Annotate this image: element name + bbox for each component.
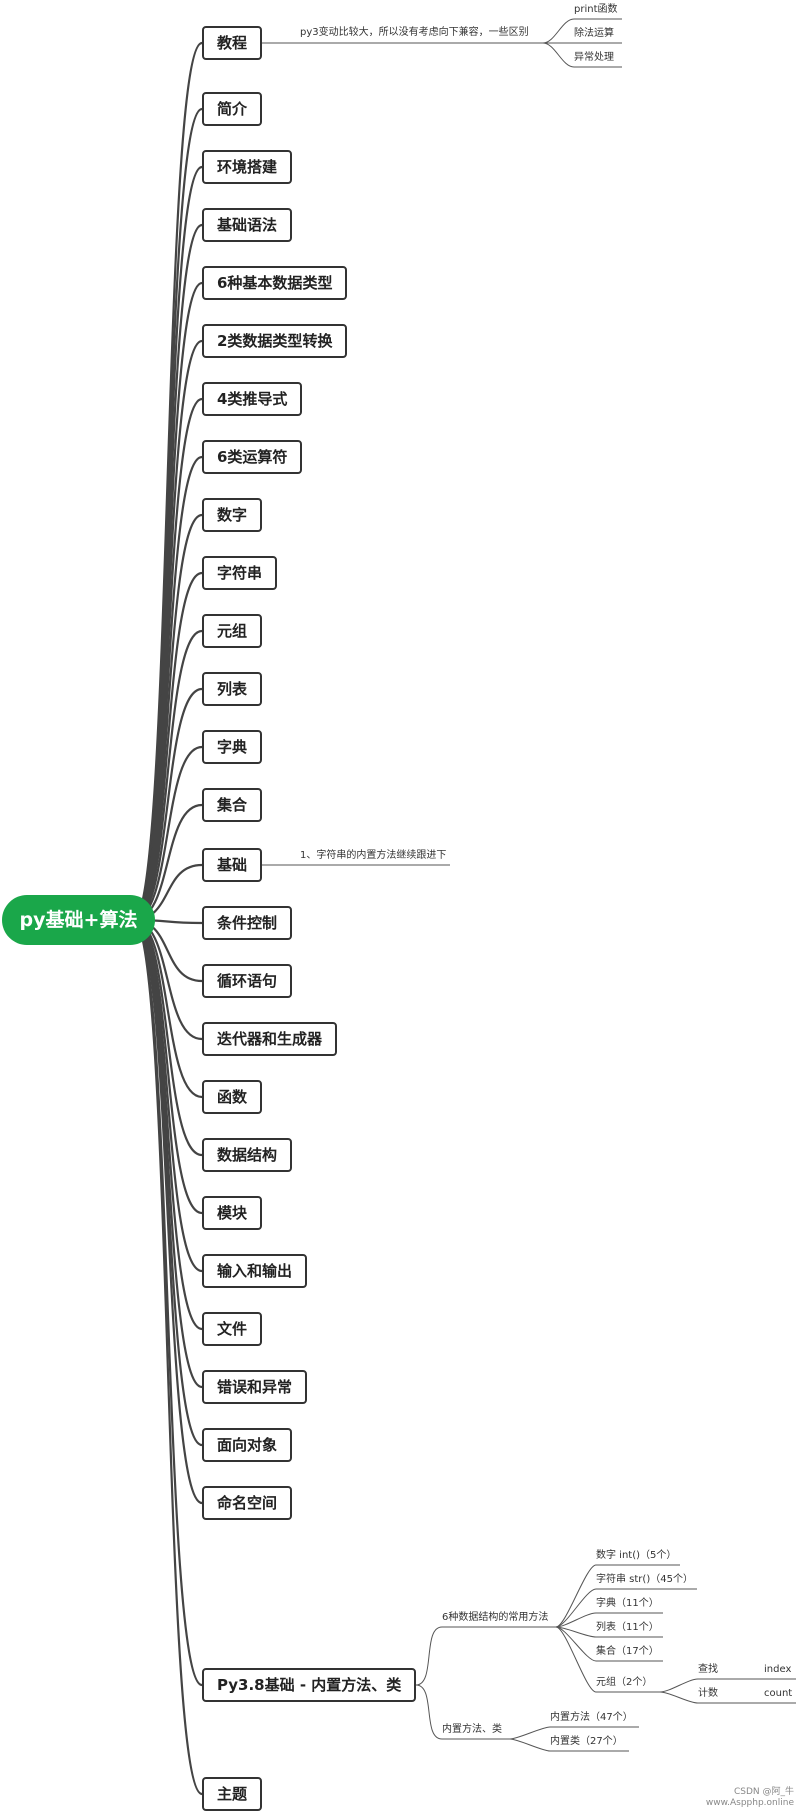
topic-input-output[interactable]: 输入和输出: [202, 1254, 308, 1288]
topic-tutorial[interactable]: 教程: [202, 26, 263, 60]
builtin-item-connector: [509, 1738, 551, 1752]
watermark: CSDN @阿_牛 www.Aspphp.online: [706, 1787, 794, 1809]
tuple-method-connector: [659, 1678, 699, 1693]
builtin-item-classes[interactable]: 内置类（27个）: [550, 1736, 623, 1747]
tuple-method-count-cn[interactable]: 计数: [698, 1688, 718, 1699]
basics-note[interactable]: 1、字符串的内置方法继续跟进下: [300, 850, 447, 861]
watermark-line-2: www.Aspphp.online: [705, 1798, 794, 1808]
py38-struct-label[interactable]: 6种数据结构的常用方法: [442, 1612, 549, 1623]
tuple-method-count-en[interactable]: count: [764, 1688, 793, 1699]
topic-tuples[interactable]: 元组: [202, 614, 263, 648]
detail-lines: [262, 18, 796, 1752]
topic-loop-statements[interactable]: 循环语句: [202, 964, 293, 998]
watermark-line-1: CSDN @阿_牛: [733, 1787, 794, 1797]
topic-operators[interactable]: 6类运算符: [202, 440, 303, 474]
struct-item-connector: [555, 1626, 597, 1693]
tuple-method-connector: [659, 1691, 699, 1704]
struct-item-string[interactable]: 字符串 str()（45个）: [596, 1574, 693, 1585]
struct-item-connector: [555, 1564, 597, 1628]
topic-type-conversion[interactable]: 2类数据类型转换: [202, 324, 348, 358]
builtin-item-methods[interactable]: 内置方法（47个）: [550, 1712, 633, 1723]
topic-data-structures[interactable]: 数据结构: [202, 1138, 293, 1172]
topic-functions[interactable]: 函数: [202, 1080, 263, 1114]
tutorial-item-division[interactable]: 除法运算: [574, 28, 614, 39]
topic-errors-exceptions[interactable]: 错误和异常: [202, 1370, 308, 1404]
tutorial-item-connector: [542, 42, 575, 68]
topic-strings[interactable]: 字符串: [202, 556, 278, 590]
topic-comprehensions[interactable]: 4类推导式: [202, 382, 303, 416]
topic-six-data-types[interactable]: 6种基本数据类型: [202, 266, 348, 300]
topic-files[interactable]: 文件: [202, 1312, 263, 1346]
tuple-method-index-cn[interactable]: 查找: [698, 1664, 718, 1675]
py38-builtin-connector: [415, 1684, 443, 1740]
struct-item-number[interactable]: 数字 int()（5个）: [596, 1550, 677, 1561]
branch-line: [132, 223, 203, 922]
topic-dictionaries[interactable]: 字典: [202, 730, 263, 764]
root-node[interactable]: py基础+算法: [2, 895, 155, 945]
topic-numbers[interactable]: 数字: [202, 498, 263, 532]
struct-item-tuple[interactable]: 元组（2个）: [596, 1677, 653, 1688]
topic-environment-setup[interactable]: 环境搭建: [202, 150, 293, 184]
topic-basics[interactable]: 基础: [202, 848, 263, 882]
builtin-item-connector: [509, 1726, 551, 1740]
topic-modules[interactable]: 模块: [202, 1196, 263, 1230]
topic-sets[interactable]: 集合: [202, 788, 263, 822]
struct-item-connector: [555, 1588, 597, 1628]
topic-namespaces[interactable]: 命名空间: [202, 1486, 293, 1520]
py38-struct-connector: [415, 1626, 443, 1686]
topic-intro[interactable]: 简介: [202, 92, 263, 126]
tutorial-item-exceptions[interactable]: 异常处理: [574, 52, 614, 63]
struct-item-dict[interactable]: 字典（11个）: [596, 1598, 659, 1609]
branch-line: [132, 918, 203, 1796]
topic-basic-syntax[interactable]: 基础语法: [202, 208, 293, 242]
branch-line: [132, 281, 203, 922]
topic-iterators-generators[interactable]: 迭代器和生成器: [202, 1022, 338, 1056]
tuple-method-index-en[interactable]: index: [764, 1664, 792, 1675]
struct-item-connector: [555, 1612, 597, 1628]
tutorial-item-connector: [542, 18, 575, 44]
topic-subject[interactable]: 主题: [202, 1777, 263, 1811]
branch-line: [132, 918, 203, 1505]
topic-conditional-control[interactable]: 条件控制: [202, 906, 293, 940]
py38-builtin-label[interactable]: 内置方法、类: [442, 1724, 502, 1735]
topic-py38-builtins[interactable]: Py3.8基础 - 内置方法、类: [202, 1668, 417, 1702]
tutorial-item-print[interactable]: print函数: [574, 4, 618, 15]
tutorial-note[interactable]: py3变动比较大，所以没有考虑向下兼容，一些区别: [300, 27, 529, 38]
topic-lists[interactable]: 列表: [202, 672, 263, 706]
struct-item-set[interactable]: 集合（17个）: [596, 1646, 659, 1657]
topic-object-oriented[interactable]: 面向对象: [202, 1428, 293, 1462]
branch-line: [132, 41, 203, 922]
struct-item-list[interactable]: 列表（11个）: [596, 1622, 659, 1633]
